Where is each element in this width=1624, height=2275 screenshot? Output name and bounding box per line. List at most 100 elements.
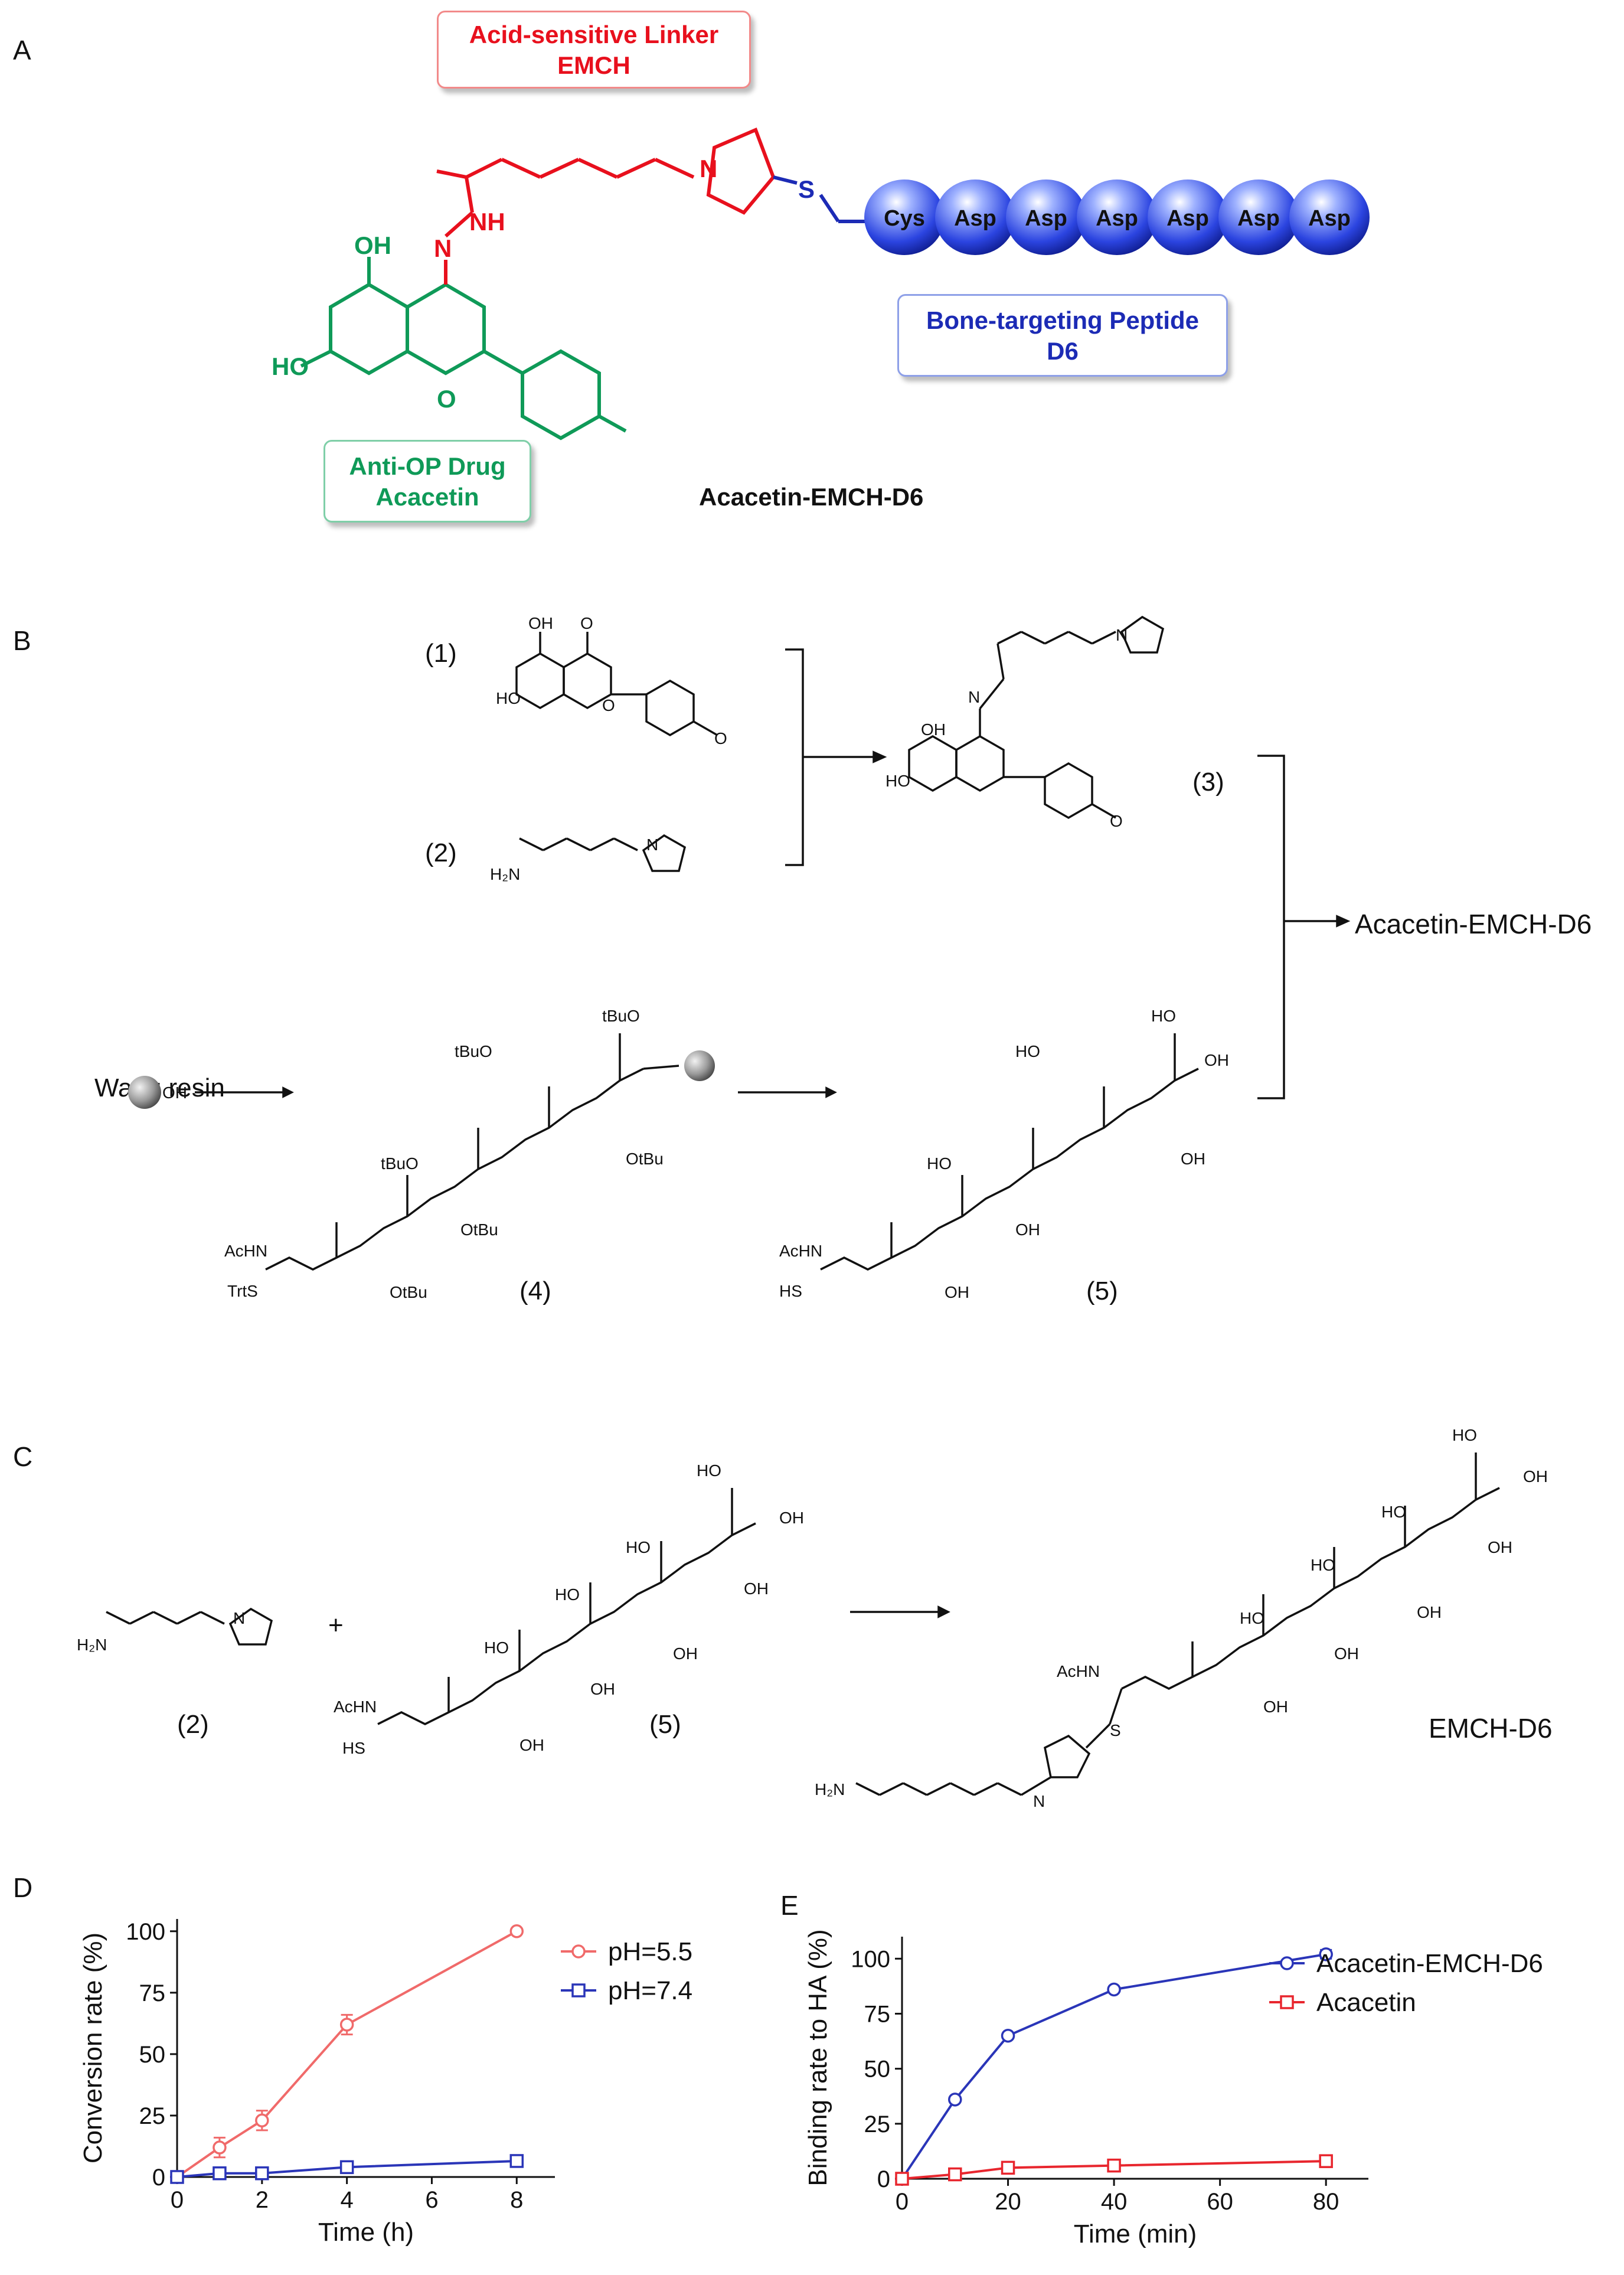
legend-marker-1 bbox=[1280, 1995, 1294, 2009]
svg-text:OH: OH bbox=[590, 1680, 615, 1698]
svg-text:HO: HO bbox=[1015, 1042, 1040, 1060]
panel-label-b: B bbox=[13, 625, 31, 656]
y-tick-label: 0 bbox=[877, 2166, 890, 2192]
panel-label-d: D bbox=[13, 1872, 33, 1903]
peptide-beads: Cys Asp Asp Asp Asp Asp Asp bbox=[864, 179, 1370, 255]
peptide-name: D6 bbox=[1047, 337, 1079, 365]
product-label-b: Acacetin-EMCH-D6 bbox=[1355, 909, 1592, 939]
data-point bbox=[1319, 2154, 1333, 2168]
svg-text:S: S bbox=[1110, 1721, 1121, 1739]
data-point bbox=[339, 2160, 354, 2175]
bead-label-0: Cys bbox=[884, 206, 925, 231]
data-point bbox=[1107, 2158, 1121, 2173]
ho-label: HO bbox=[272, 352, 309, 380]
product-label-c: EMCH-D6 bbox=[1429, 1713, 1553, 1744]
acacetin-core bbox=[300, 257, 627, 440]
compound-5-label-c: (5) bbox=[649, 1710, 681, 1739]
x-tick-label: 20 bbox=[995, 2189, 1021, 2215]
compound-2-label: (2) bbox=[425, 838, 457, 867]
svg-text:TrtS: TrtS bbox=[227, 1282, 258, 1300]
svg-text:HO: HO bbox=[555, 1585, 580, 1604]
bead-label-1: Asp bbox=[954, 206, 996, 231]
bead-label-6: Asp bbox=[1308, 206, 1351, 231]
data-point bbox=[895, 2172, 909, 2186]
linker-name: EMCH bbox=[557, 51, 630, 79]
bead-label-2: Asp bbox=[1025, 206, 1067, 231]
bead-asp-5: Asp bbox=[1218, 179, 1299, 255]
svg-text:N: N bbox=[968, 688, 980, 706]
svg-text:N: N bbox=[1116, 626, 1128, 644]
svg-text:OH: OH bbox=[921, 720, 946, 739]
y-tick-label: 25 bbox=[139, 2103, 166, 2129]
svg-text:OH: OH bbox=[519, 1736, 544, 1754]
legend-label-1: Acacetin bbox=[1316, 1988, 1416, 2017]
svg-text:HS: HS bbox=[779, 1282, 802, 1300]
panel-label-c: C bbox=[13, 1441, 33, 1472]
y-tick-label: 100 bbox=[126, 1919, 165, 1945]
bead-asp-2: Asp bbox=[1006, 179, 1086, 255]
svg-text:AcHN: AcHN bbox=[779, 1242, 822, 1260]
bead-asp-4: Asp bbox=[1148, 179, 1228, 255]
scheme-c-bonds bbox=[106, 1453, 1500, 1796]
svg-text:OH: OH bbox=[528, 614, 553, 632]
svg-text:O: O bbox=[714, 729, 727, 748]
data-point bbox=[213, 2140, 227, 2155]
svg-text:tBuO: tBuO bbox=[602, 1007, 640, 1025]
svg-text:OH: OH bbox=[1523, 1467, 1548, 1486]
svg-text:OtBu: OtBu bbox=[460, 1220, 498, 1239]
svg-text:HO: HO bbox=[1452, 1426, 1477, 1444]
x-axis-title: Time (h) bbox=[318, 2218, 414, 2247]
legend-marker-0 bbox=[571, 1944, 586, 1959]
scheme-b-bonds bbox=[195, 615, 1351, 1271]
y-tick-label: 50 bbox=[139, 2042, 166, 2068]
svg-text:OH: OH bbox=[1488, 1538, 1512, 1556]
svg-text:AcHN: AcHN bbox=[334, 1698, 377, 1716]
svg-text:HO: HO bbox=[885, 772, 910, 790]
data-point bbox=[170, 2170, 184, 2184]
resin-bead bbox=[128, 1076, 161, 1109]
imide-n-label: N bbox=[700, 155, 717, 182]
data-point bbox=[1001, 2028, 1015, 2043]
drug-name: Acacetin bbox=[375, 483, 479, 511]
svg-text:HO: HO bbox=[1151, 1007, 1176, 1025]
svg-text:OH: OH bbox=[162, 1083, 187, 1102]
svg-text:OH: OH bbox=[673, 1644, 698, 1663]
legend-label-0: pH=5.5 bbox=[608, 1937, 692, 1966]
s-label: S bbox=[798, 175, 815, 203]
svg-text:HS: HS bbox=[342, 1739, 365, 1757]
svg-text:H₂N: H₂N bbox=[77, 1636, 107, 1654]
y-tick-label: 100 bbox=[851, 1946, 890, 1972]
svg-text:OH: OH bbox=[779, 1509, 804, 1527]
series-line-0 bbox=[176, 1930, 518, 2178]
svg-text:HO: HO bbox=[1381, 1503, 1406, 1521]
linker-title: Acid-sensitive Linker bbox=[469, 21, 719, 48]
legend-marker-1 bbox=[571, 1983, 586, 1997]
n-label: N bbox=[434, 234, 452, 262]
data-point bbox=[509, 1924, 524, 1938]
svg-text:AcHN: AcHN bbox=[1057, 1662, 1100, 1680]
svg-text:HO: HO bbox=[626, 1538, 651, 1556]
y-axis-title: Binding rate to HA (%) bbox=[803, 1929, 832, 2186]
oh-label: OH bbox=[354, 231, 391, 259]
y-tick-label: 25 bbox=[864, 2111, 891, 2137]
x-tick-label: 2 bbox=[256, 2187, 269, 2213]
x-tick-label: 60 bbox=[1207, 2189, 1233, 2215]
x-tick-label: 40 bbox=[1101, 2189, 1128, 2215]
x-tick-label: 6 bbox=[425, 2187, 438, 2213]
bead-asp-6: Asp bbox=[1289, 179, 1370, 255]
panel-label-a: A bbox=[13, 35, 31, 66]
compound-4-label: (4) bbox=[519, 1277, 551, 1305]
nh-label: NH bbox=[469, 208, 505, 236]
resin-bead-peptide bbox=[684, 1050, 715, 1081]
bead-label-3: Asp bbox=[1096, 206, 1138, 231]
y-tick-label: 0 bbox=[152, 2165, 165, 2191]
y-tick-label: 75 bbox=[864, 2001, 891, 2027]
data-point bbox=[339, 2018, 354, 2032]
svg-text:HO: HO bbox=[484, 1638, 509, 1657]
conjugate-label: Acacetin-EMCH-D6 bbox=[699, 483, 924, 511]
compound-1-label: (1) bbox=[425, 639, 457, 668]
